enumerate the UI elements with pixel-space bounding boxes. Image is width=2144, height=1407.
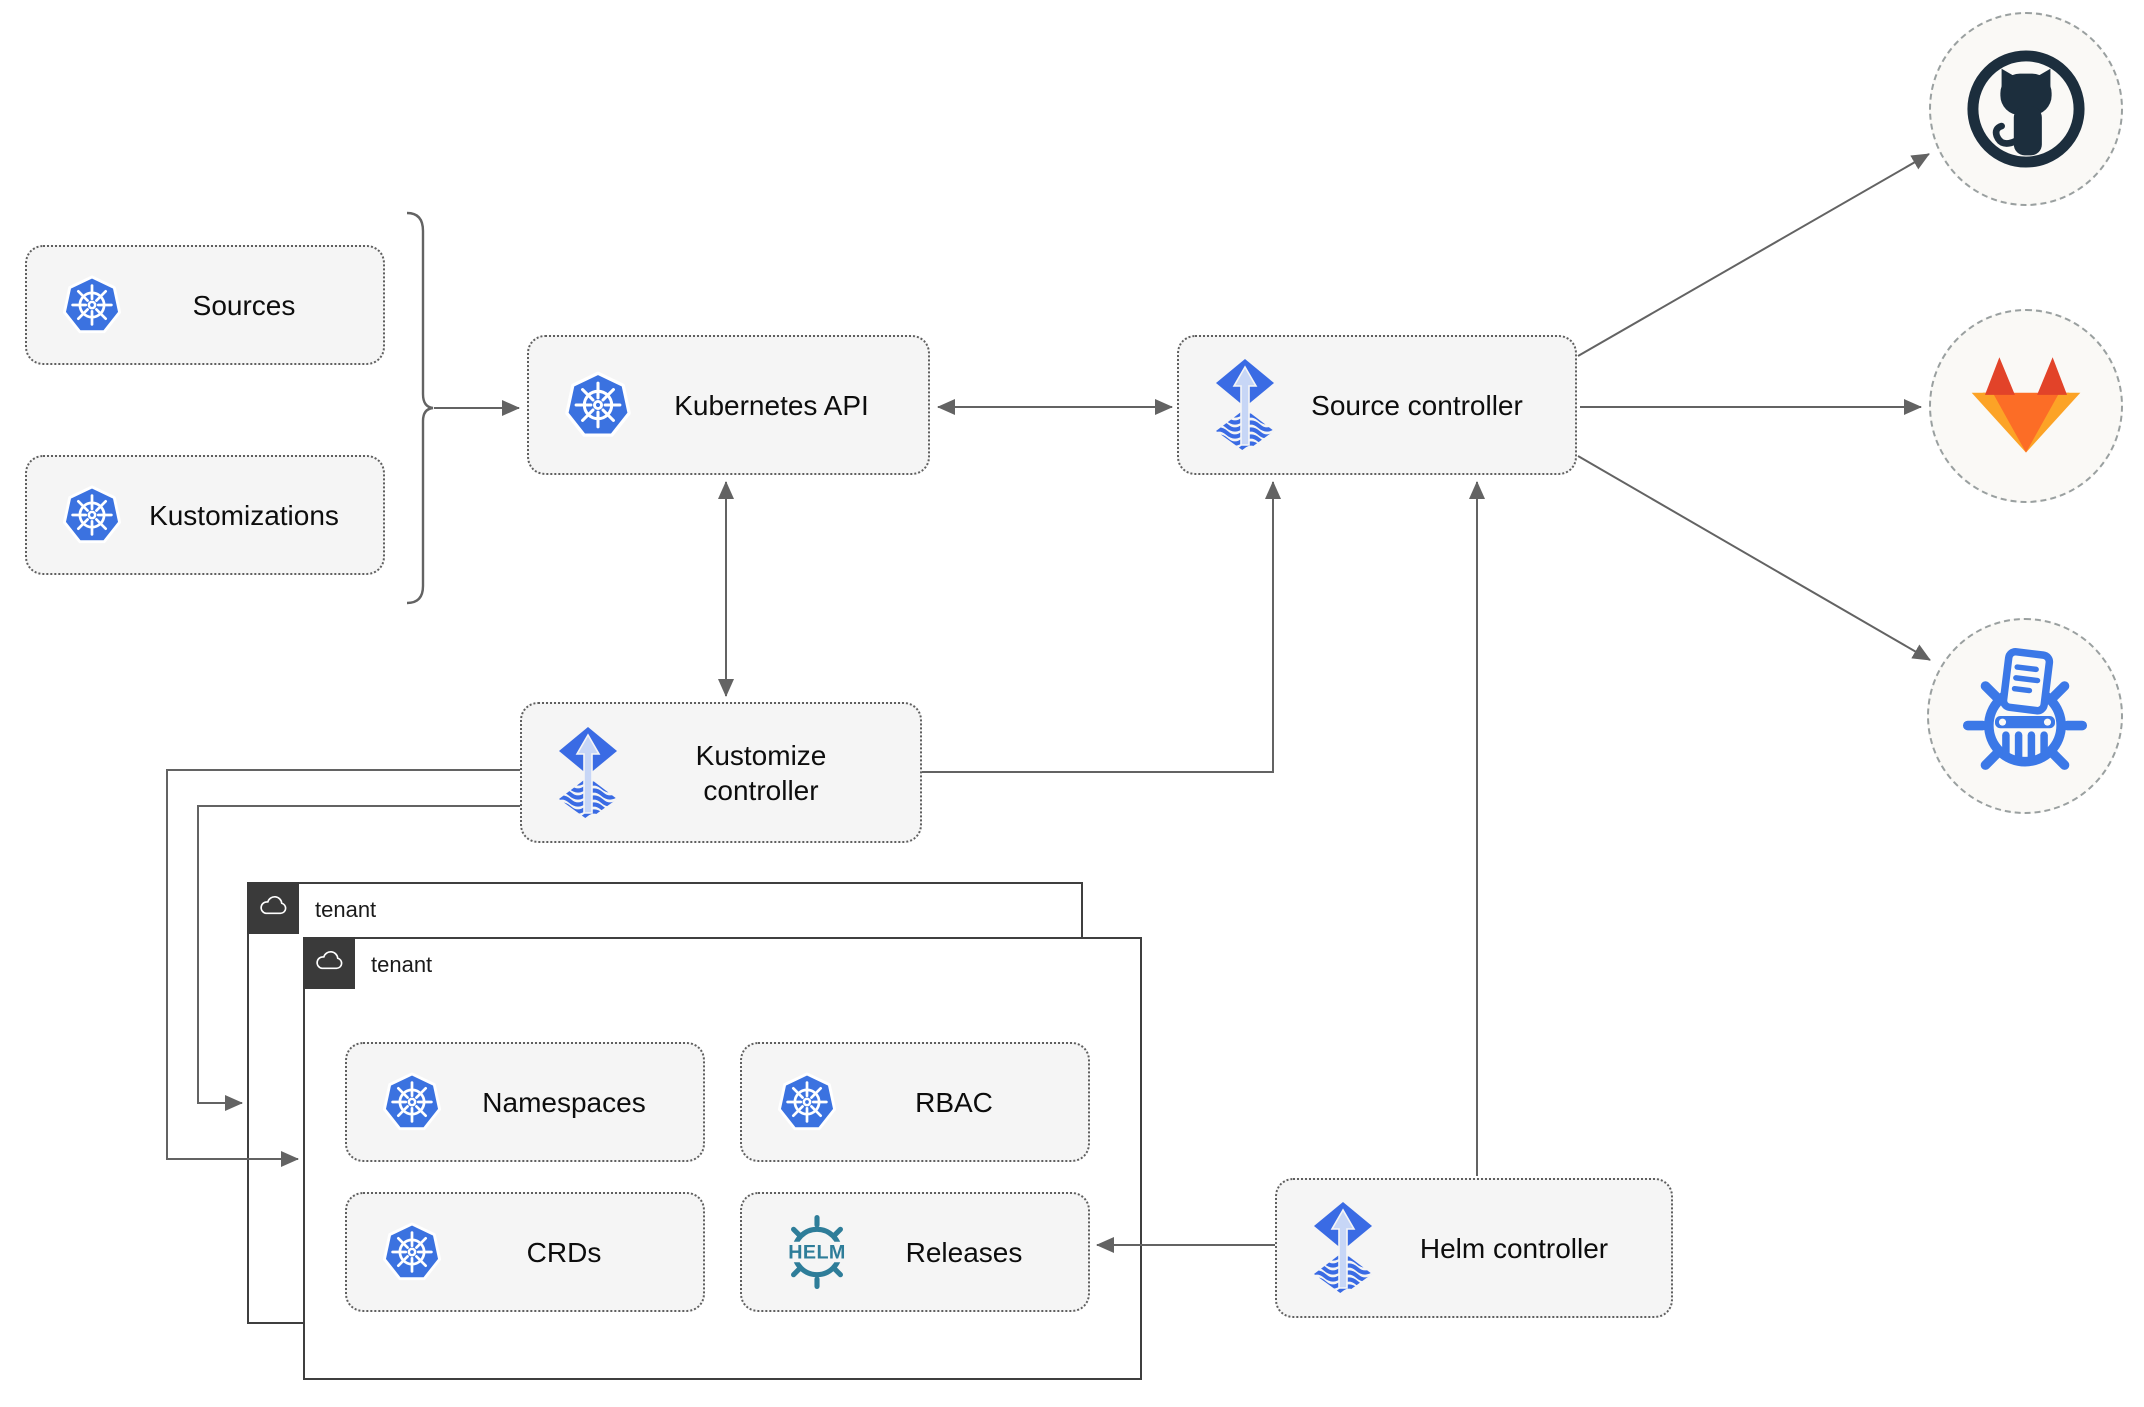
node-kustomizations: Kustomizations <box>25 455 385 575</box>
node-label: RBAC <box>915 1086 993 1118</box>
flux-icon <box>1213 357 1277 453</box>
node-label: Source controller <box>1311 389 1523 421</box>
tenant-tab <box>247 882 299 934</box>
node-label: Sources <box>192 289 296 321</box>
kubernetes-icon <box>61 274 123 336</box>
node-label: Kubernetes API <box>674 389 869 421</box>
node-label: Releases <box>905 1236 1023 1268</box>
kubernetes-icon <box>776 1071 838 1133</box>
flux-icon <box>1311 1200 1375 1296</box>
node-label: Kustomizations <box>149 499 339 531</box>
node-crds: CRDs <box>345 1192 705 1312</box>
kubernetes-icon <box>381 1221 443 1283</box>
chartmuseum-icon <box>1950 641 2100 791</box>
cloud-icon <box>256 891 290 925</box>
endpoint-gitlab <box>1929 309 2123 503</box>
node-kubernetes-api: Kubernetes API <box>527 335 930 475</box>
helm-logo-text: HELM <box>788 1242 845 1264</box>
grouping-bracket <box>406 211 434 605</box>
node-label: CRDs <box>526 1236 602 1268</box>
tenant-label: tenant <box>371 952 433 977</box>
helm-wheel-icon: HELM <box>776 1214 858 1290</box>
kubernetes-icon <box>381 1071 443 1133</box>
gitlab-tanuki-icon <box>1965 345 2087 467</box>
node-label: Namespaces <box>482 1086 646 1118</box>
node-rbac: RBAC <box>740 1042 1090 1162</box>
node-releases: HELM Releases <box>740 1192 1090 1312</box>
node-sources: Sources <box>25 245 385 365</box>
endpoint-github <box>1929 12 2123 206</box>
node-helm-controller: Helm controller <box>1275 1178 1673 1318</box>
tenant-tab <box>303 937 355 989</box>
node-label: Kustomize controller <box>695 739 827 806</box>
tenant-label: tenant <box>315 897 377 922</box>
kubernetes-icon <box>61 484 123 546</box>
node-namespaces: Namespaces <box>345 1042 705 1162</box>
node-source-controller: Source controller <box>1177 335 1577 475</box>
kubernetes-icon <box>563 370 633 440</box>
github-octocat-icon <box>1965 48 2087 170</box>
arrow-source-to-github <box>1577 153 1930 357</box>
arrow-kustomize-to-source <box>922 481 1281 773</box>
cloud-icon <box>312 946 346 980</box>
flux-icon <box>556 725 620 821</box>
arrow-source-to-chartmuseum <box>1577 455 1931 661</box>
endpoint-chartmuseum <box>1927 618 2123 814</box>
node-label: Helm controller <box>1419 1232 1609 1264</box>
node-kustomize-controller: Kustomize controller <box>520 702 922 843</box>
